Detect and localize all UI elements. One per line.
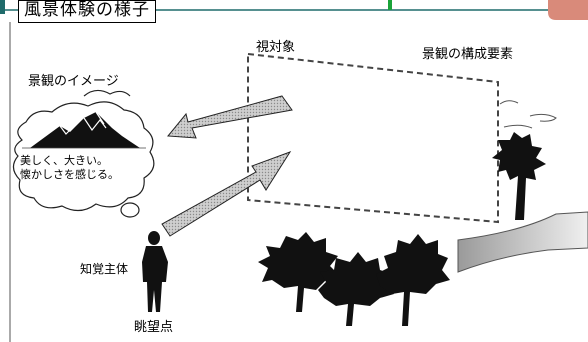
- cloud-icon: [12, 89, 155, 218]
- tree-icon: [318, 252, 394, 326]
- arrow-to-target: [161, 151, 292, 237]
- salmon-accent: [548, 0, 588, 20]
- green-accent: [388, 0, 392, 10]
- cloud-wisps: [499, 100, 557, 129]
- tree-group: [258, 232, 450, 326]
- landscape-image-label: 景観のイメージ: [28, 74, 119, 89]
- viewpoint-label: 眺望点: [134, 320, 174, 335]
- arrow-to-image: [167, 95, 293, 139]
- tree-icon: [492, 132, 546, 220]
- perceiving-subject-label: 知覚主体: [80, 262, 129, 276]
- tree-icon: [258, 232, 340, 312]
- landscape-elements-label: 景観の構成要素: [422, 47, 514, 62]
- mountain-icon: [22, 111, 146, 149]
- view-target-label: 視対象: [256, 40, 296, 55]
- thought-text-line1: 美しく、大きい。: [20, 154, 108, 167]
- person-silhouette-icon: [142, 231, 168, 312]
- river-icon: [457, 211, 588, 273]
- thought-text-line2: 懐かしさを感じる。: [20, 168, 119, 181]
- view-plane-outline: [247, 52, 499, 224]
- page-title: 風景体験の様子: [18, 0, 156, 23]
- tree-icon: [376, 234, 450, 326]
